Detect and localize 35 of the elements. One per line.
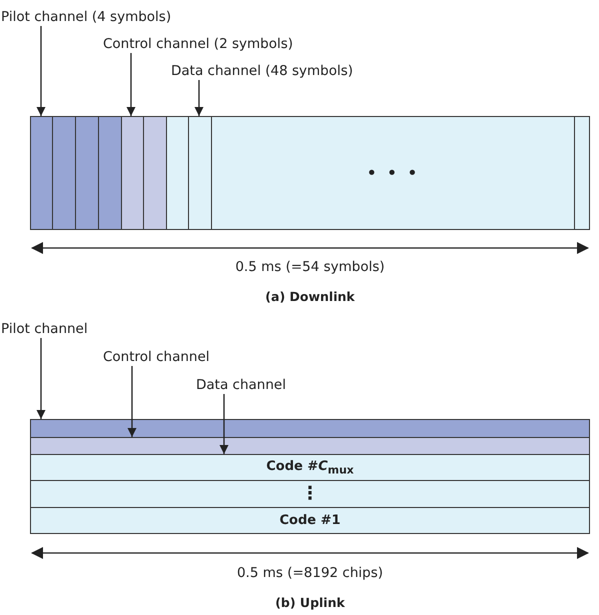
channel-label: Control channel (2 symbols): [103, 36, 294, 53]
leader-line: [126, 53, 136, 116]
leader-line: [194, 80, 204, 116]
data-symbol-cell: [166, 116, 189, 230]
leader-line: [36, 26, 46, 116]
caption: (b) Uplink: [275, 594, 345, 611]
vertical-ellipsis: ⋮: [301, 484, 319, 504]
control-channel-band: [30, 437, 590, 455]
channel-label: Pilot channel: [1, 321, 88, 338]
control-symbol-cell: [143, 116, 167, 230]
dimension-label: 0.5 ms (=8192 chips): [236, 565, 384, 582]
ellipsis: • • •: [366, 162, 420, 184]
channel-label: Data channel: [196, 377, 286, 394]
leader-line: [36, 338, 46, 419]
data-symbol-cell: [188, 116, 212, 230]
control-symbol-cell: [121, 116, 144, 230]
pilot-symbol-cell: [30, 116, 53, 230]
dimension-label: 0.5 ms (=54 symbols): [235, 259, 385, 276]
channel-label: Pilot channel (4 symbols): [1, 9, 172, 26]
code-band: [30, 480, 590, 508]
data-symbol-cell: [574, 116, 590, 230]
leader-line: [128, 366, 136, 437]
data-symbols-block: [211, 116, 575, 230]
pilot-channel-band: [30, 419, 590, 438]
pilot-symbol-cell: [52, 116, 76, 230]
code-band: [30, 454, 590, 481]
leader-line: [220, 394, 228, 454]
code-label: Code #1: [279, 513, 341, 528]
channel-label: Data channel (48 symbols): [171, 63, 354, 80]
code-label: Code #C$_{mux}$: [266, 458, 354, 476]
pilot-symbol-cell: [98, 116, 122, 230]
code-band: [30, 507, 590, 534]
channel-label: Control channel: [103, 349, 210, 366]
caption: (a) Downlink: [265, 288, 355, 305]
pilot-symbol-cell: [75, 116, 99, 230]
